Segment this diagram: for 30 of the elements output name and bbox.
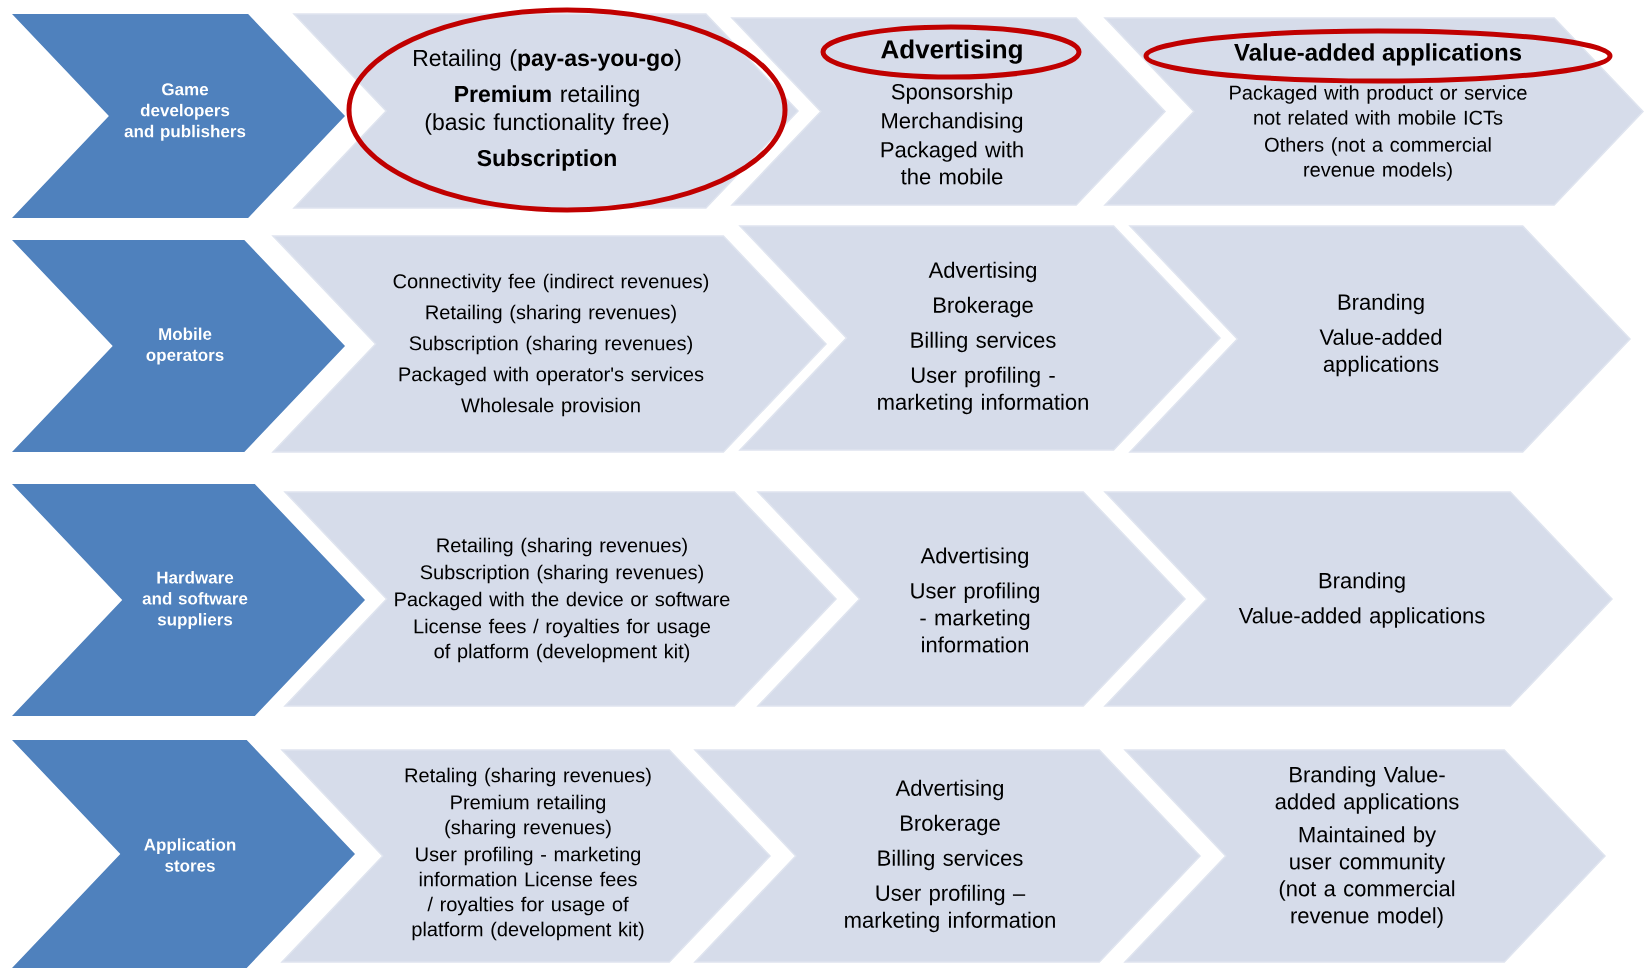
node-label: Value-added applications (1319, 328, 1442, 377)
node-label: Packaged with product or service not related with mobile ICTs (1230, 85, 1527, 125)
node-label: User profiling – marketing information (845, 884, 1055, 933)
chevron-box: Connectivity fee (indirect revenues) Retailing (sharing revenues) Subscription (sharing revenues) Packaged with operator's services Wholesale provision (271, 235, 828, 453)
chevron-box: Hardware and software suppliers (12, 484, 365, 716)
node-label: Maintained by user community (not a commercial revenue model) (1279, 826, 1455, 928)
node-label: Others (not a commercial revenue models) (1265, 137, 1491, 181)
node-label: Retaling (sharing revenues) (405, 767, 651, 787)
chevron-box: Game developers and publishers (12, 14, 345, 218)
chevron-box: Branding Value-added applications Maintained by user community (not a commercial revenue model) (1123, 749, 1607, 963)
node-label: Branding (1338, 293, 1424, 315)
node-label: Premium retailing (sharing revenues) (445, 794, 611, 839)
chevron-box: Advertising Sponsorship Merchandising Packaged with the mobile (730, 17, 1167, 206)
node-label: Branding Value-added applications (1275, 766, 1459, 814)
chevron-box: Value-added applications Packaged with product or service not related with mobile ICTs Others (not a commercial revenue models) (1103, 17, 1645, 206)
chevron-box: Mobile operators (12, 240, 345, 452)
node-label: Value-added applications (1234, 43, 1522, 66)
chevron-box: Retailing (sharing revenues) Subscription (sharing revenues) Packaged with the device or software License fees / royalties for usage of platform (development kit) (283, 491, 838, 707)
node-label: Advertising (895, 779, 1003, 801)
node-label: Billing services (878, 849, 1023, 871)
chevron-box: Advertising User profiling - marketing information (756, 491, 1187, 707)
chevron-box: Advertising Brokerage Billing services User profiling – marketing information (693, 749, 1202, 963)
chevron-box: Application stores (12, 740, 355, 968)
node-label: Brokerage (901, 814, 1000, 836)
node-label: User profiling - marketing information License fees / royalties for usage of platform (development kit) (412, 846, 644, 941)
chevron-box: Branding Value-added applications (1128, 225, 1632, 453)
chevron-box: Retailing (pay-as-you-go) Premium retailing (basic functionality free) Subscription (292, 13, 800, 209)
chevron-box: Branding Value-added applications (1103, 491, 1614, 707)
chevron-box: Advertising Brokerage Billing services User profiling - marketing information (738, 225, 1222, 451)
chevron-box: Retaling (sharing revenues) Premium retailing (sharing revenues) User profiling - marketing information License fees / royalties for usage of platform (development kit) (280, 749, 772, 963)
